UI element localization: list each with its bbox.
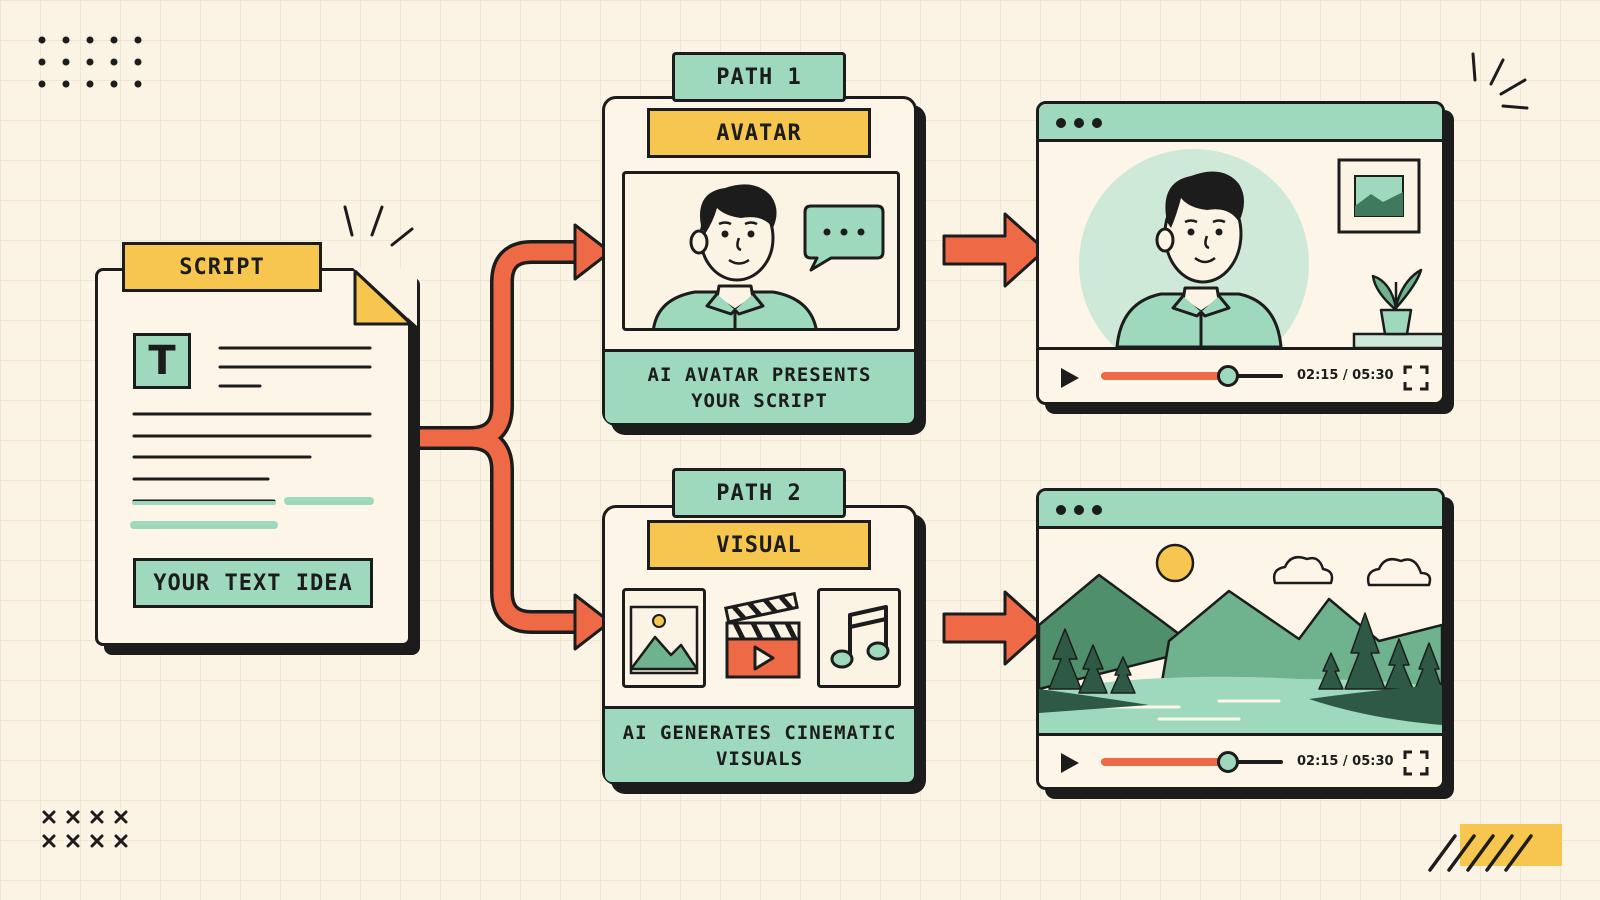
play-icon[interactable] bbox=[1059, 751, 1081, 775]
script-tab: SCRIPT bbox=[122, 242, 322, 292]
path1-caption: AI AVATAR PRESENTS YOUR SCRIPT bbox=[605, 349, 914, 423]
fullscreen-icon[interactable] bbox=[1403, 365, 1429, 391]
seek-progress bbox=[1101, 372, 1229, 380]
text-icon: T bbox=[133, 333, 191, 389]
arrow-to-player-1 bbox=[942, 212, 1047, 288]
seek-progress bbox=[1101, 758, 1229, 766]
hatch-decoration bbox=[1428, 824, 1562, 872]
avatar-scene bbox=[1079, 149, 1442, 379]
script-card: T YOUR TEXT IDEA bbox=[95, 268, 417, 646]
seek-handle[interactable] bbox=[1217, 751, 1240, 773]
your-text-idea-button[interactable]: YOUR TEXT IDEA bbox=[133, 558, 373, 608]
music-note-icon bbox=[830, 605, 890, 669]
music-tile bbox=[817, 588, 901, 688]
avatar-header: AVATAR bbox=[647, 108, 871, 158]
caption-line: AI GENERATES CINEMATIC bbox=[622, 721, 897, 744]
image-tile bbox=[622, 588, 706, 688]
window-dots-icon bbox=[1056, 118, 1102, 128]
arrow-head bbox=[573, 593, 612, 651]
path1-card: AI AVATAR PRESENTS YOUR SCRIPT bbox=[602, 96, 917, 426]
clapperboard-icon bbox=[723, 591, 801, 679]
player-controls: 02:15 / 05:30 bbox=[1039, 733, 1442, 787]
avatar-illustration bbox=[652, 184, 885, 328]
visual-header: VISUAL bbox=[647, 520, 871, 570]
video-player-2: 02:15 / 05:30 bbox=[1036, 488, 1445, 790]
caption-line: AI AVATAR PRESENTS bbox=[647, 363, 872, 386]
path1-tab: PATH 1 bbox=[672, 52, 846, 102]
sparkle-lines bbox=[1471, 52, 1529, 110]
window-title-bar bbox=[1039, 491, 1442, 529]
playback-time: 02:15 / 05:30 bbox=[1297, 368, 1394, 383]
avatar-preview bbox=[622, 171, 900, 331]
window-dots-icon bbox=[1056, 505, 1102, 515]
window-title-bar bbox=[1039, 104, 1442, 142]
caption-line: YOUR SCRIPT bbox=[691, 389, 828, 412]
arrow-head bbox=[573, 223, 612, 281]
video-player-1: 02:15 / 05:30 bbox=[1036, 101, 1445, 405]
path2-tab: PATH 2 bbox=[672, 468, 846, 518]
image-icon bbox=[629, 605, 699, 675]
play-icon[interactable] bbox=[1059, 366, 1081, 390]
player-controls: 02:15 / 05:30 bbox=[1039, 347, 1442, 402]
landscape-scene bbox=[1039, 529, 1442, 733]
path2-caption: AI GENERATES CINEMATIC VISUALS bbox=[605, 706, 914, 782]
caption-line: VISUALS bbox=[715, 747, 804, 770]
arrow-to-player-2 bbox=[942, 590, 1047, 666]
playback-time: 02:15 / 05:30 bbox=[1297, 754, 1394, 769]
folded-corner bbox=[353, 268, 417, 327]
sparkle-lines bbox=[343, 205, 414, 247]
fullscreen-icon[interactable] bbox=[1403, 750, 1429, 776]
seek-handle[interactable] bbox=[1217, 365, 1240, 387]
x-marks-decoration bbox=[42, 810, 128, 848]
dots-decoration bbox=[38, 36, 142, 88]
text-lines bbox=[130, 346, 374, 529]
